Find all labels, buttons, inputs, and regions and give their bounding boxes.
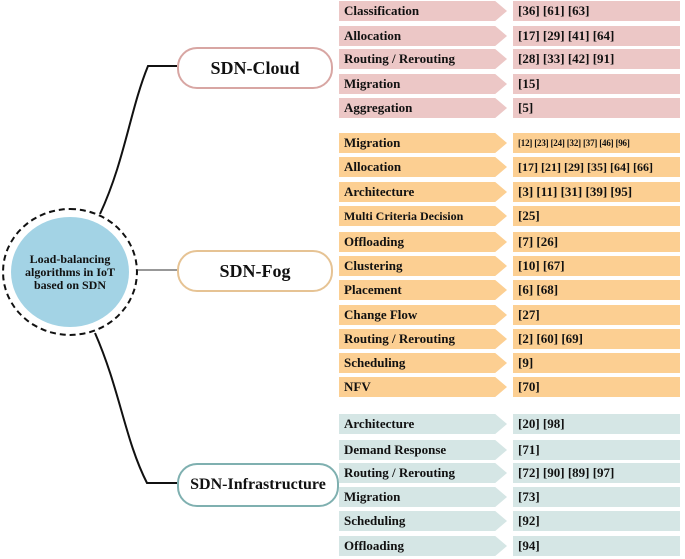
cloud-item-refs: [28] [33] [42] [91] bbox=[513, 49, 680, 69]
fog-item-refs: [70] bbox=[513, 377, 680, 397]
infra-item-label: Demand Response bbox=[339, 440, 507, 460]
branch-sdn-cloud: SDN-Cloud bbox=[177, 47, 333, 89]
fog-item-refs: [25] bbox=[513, 206, 680, 226]
branch-sdn-fog: SDN-Fog bbox=[177, 250, 333, 292]
fog-item-label: Clustering bbox=[339, 256, 507, 276]
cloud-item-label: Aggregation bbox=[339, 98, 507, 118]
root-node: Load-balancing algorithms in IoT based o… bbox=[2, 208, 138, 336]
fog-item-label: Multi Criteria Decision bbox=[339, 206, 507, 226]
cloud-item-label: Classification bbox=[339, 1, 507, 21]
fog-item-refs: [17] [21] [29] [35] [64] [66] bbox=[513, 157, 680, 177]
infra-item-label: Architecture bbox=[339, 414, 507, 434]
cloud-item-refs: [17] [29] [41] [64] bbox=[513, 26, 680, 46]
fog-item-label: Migration bbox=[339, 133, 507, 153]
infra-item-refs: [92] bbox=[513, 511, 680, 531]
infra-item-refs: [94] bbox=[513, 536, 680, 556]
cloud-item-refs: [5] bbox=[513, 98, 680, 118]
fog-item-refs: [9] bbox=[513, 353, 680, 373]
connector-root-infra bbox=[94, 332, 177, 484]
fog-item-label: Scheduling bbox=[339, 353, 507, 373]
infra-item-refs: [73] bbox=[513, 487, 680, 507]
fog-item-refs: [27] bbox=[513, 305, 680, 325]
infra-item-label: Migration bbox=[339, 487, 507, 507]
fog-item-refs: [12] [23] [24] [32] [37] [46] [96] bbox=[513, 133, 680, 153]
fog-item-label: Change Flow bbox=[339, 305, 507, 325]
fog-item-label: NFV bbox=[339, 377, 507, 397]
infra-item-label: Offloading bbox=[339, 536, 507, 556]
fog-item-label: Allocation bbox=[339, 157, 507, 177]
fog-item-refs: [7] [26] bbox=[513, 232, 680, 252]
cloud-item-refs: [15] bbox=[513, 74, 680, 94]
fog-item-label: Offloading bbox=[339, 232, 507, 252]
cloud-item-refs: [36] [61] [63] bbox=[513, 1, 680, 21]
fog-item-refs: [3] [11] [31] [39] [95] bbox=[513, 182, 680, 202]
fog-item-label: Architecture bbox=[339, 182, 507, 202]
branch-sdn-infrastructure: SDN-Infrastructure bbox=[177, 463, 339, 507]
infra-item-refs: [72] [90] [89] [97] bbox=[513, 463, 680, 483]
connector-root-cloud bbox=[99, 65, 177, 215]
fog-item-refs: [6] [68] bbox=[513, 280, 680, 300]
cloud-item-label: Allocation bbox=[339, 26, 507, 46]
cloud-item-label: Migration bbox=[339, 74, 507, 94]
infra-item-label: Routing / Rerouting bbox=[339, 463, 507, 483]
infra-item-label: Scheduling bbox=[339, 511, 507, 531]
fog-item-label: Placement bbox=[339, 280, 507, 300]
infra-item-refs: [71] bbox=[513, 440, 680, 460]
fog-item-label: Routing / Rerouting bbox=[339, 329, 507, 349]
root-label: Load-balancing algorithms in IoT based o… bbox=[11, 217, 129, 327]
infra-item-refs: [20] [98] bbox=[513, 414, 680, 434]
fog-item-refs: [2] [60] [69] bbox=[513, 329, 680, 349]
fog-item-refs: [10] [67] bbox=[513, 256, 680, 276]
cloud-item-label: Routing / Rerouting bbox=[339, 49, 507, 69]
